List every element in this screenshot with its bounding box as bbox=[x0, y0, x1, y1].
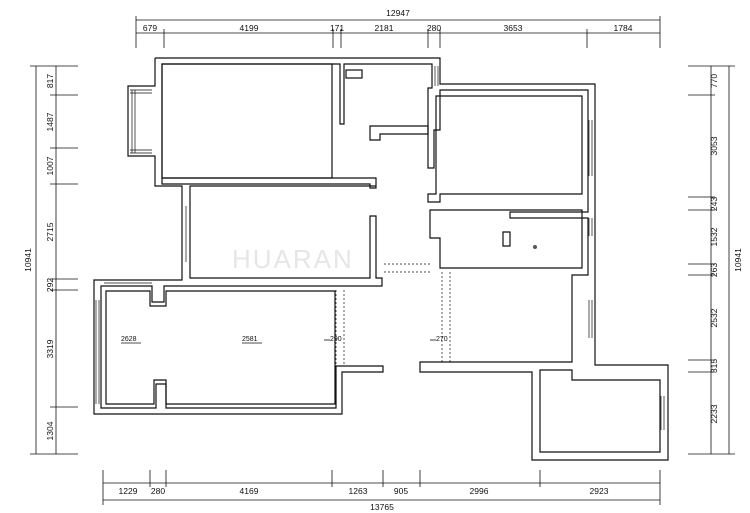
bottom-dimension-chain: 1229 280 4169 1263 905 2996 2923 13765 bbox=[102, 470, 661, 512]
left-dim-2: 1487 bbox=[45, 112, 55, 131]
left-dim-5: 292 bbox=[45, 278, 55, 292]
window-right-2 bbox=[588, 218, 593, 236]
annotations: 2628 2581 290 270 bbox=[121, 336, 448, 344]
top-dim-2: 4199 bbox=[240, 23, 259, 33]
right-dim-2: 3053 bbox=[709, 136, 719, 155]
annotation-290: 290 bbox=[330, 336, 342, 343]
bottom-dim-5: 905 bbox=[394, 486, 408, 496]
left-dim-7: 1304 bbox=[45, 421, 55, 440]
top-dim-5: 280 bbox=[427, 23, 441, 33]
dashed-opening-1 bbox=[384, 263, 430, 273]
dashed-opening-2 bbox=[335, 290, 345, 366]
left-dim-4: 2715 bbox=[45, 222, 55, 241]
right-dimension-chain: 770 3053 243 1532 263 2532 315 2233 1094… bbox=[688, 65, 743, 455]
bottom-dim-3: 4169 bbox=[240, 486, 259, 496]
top-dimension-chain: 12947 679 4199 171 2181 280 3653 1784 bbox=[135, 8, 661, 48]
windows bbox=[95, 66, 665, 430]
left-dim-1: 817 bbox=[45, 74, 55, 88]
bay-window bbox=[130, 89, 152, 154]
right-dim-6: 2532 bbox=[709, 308, 719, 327]
watermark: HUARAN bbox=[232, 244, 354, 274]
top-dim-1: 679 bbox=[143, 23, 157, 33]
annotation-2581: 2581 bbox=[242, 336, 258, 343]
window-top-right bbox=[431, 66, 439, 86]
window-left-bottom bbox=[95, 300, 100, 404]
window-right-1 bbox=[588, 120, 593, 176]
top-dim-6: 3653 bbox=[504, 23, 523, 33]
right-dim-3: 243 bbox=[709, 197, 719, 211]
right-total-dim: 10941 bbox=[733, 248, 743, 272]
bottom-dim-2: 280 bbox=[151, 486, 165, 496]
right-dim-8: 2233 bbox=[709, 404, 719, 423]
left-total-dim: 10941 bbox=[23, 248, 33, 272]
room-top-left bbox=[161, 63, 333, 179]
left-dimension-chain: 10941 817 1487 1007 2715 292 3319 1304 bbox=[23, 65, 78, 455]
right-dim-5: 263 bbox=[709, 263, 719, 277]
walls bbox=[93, 57, 669, 461]
partition-1 bbox=[502, 231, 511, 247]
top-dim-3: 171 bbox=[330, 23, 344, 33]
annotation-2628: 2628 bbox=[121, 336, 137, 343]
corridor-notch bbox=[369, 125, 429, 141]
dashed-opening-3 bbox=[441, 272, 451, 362]
top-total-dim: 12947 bbox=[386, 8, 410, 18]
service-room-wall bbox=[429, 209, 583, 269]
shaft-box bbox=[345, 69, 363, 79]
bath-corner bbox=[539, 369, 661, 453]
room-top-right-wall bbox=[427, 95, 583, 203]
bottom-left-room bbox=[105, 290, 336, 405]
right-dim-7: 315 bbox=[709, 359, 719, 373]
window-bottom-right bbox=[660, 396, 665, 430]
bottom-dim-7: 2923 bbox=[590, 486, 609, 496]
window-right-3 bbox=[588, 300, 593, 338]
fixture-dot bbox=[533, 245, 537, 249]
bottom-dim-1: 1229 bbox=[119, 486, 138, 496]
left-dim-6: 3319 bbox=[45, 339, 55, 358]
right-dim-1: 770 bbox=[709, 74, 719, 88]
dashed-lines bbox=[335, 263, 451, 366]
bottom-total-dim: 13765 bbox=[370, 502, 394, 512]
right-dim-4: 1532 bbox=[709, 227, 719, 246]
top-dim-7: 1784 bbox=[614, 23, 633, 33]
top-dim-4: 2181 bbox=[375, 23, 394, 33]
annotation-270: 270 bbox=[436, 336, 448, 343]
left-dim-3: 1007 bbox=[45, 156, 55, 175]
window-left-mid bbox=[181, 206, 187, 262]
bottom-dim-4: 1263 bbox=[349, 486, 368, 496]
bottom-dim-6: 2996 bbox=[470, 486, 489, 496]
